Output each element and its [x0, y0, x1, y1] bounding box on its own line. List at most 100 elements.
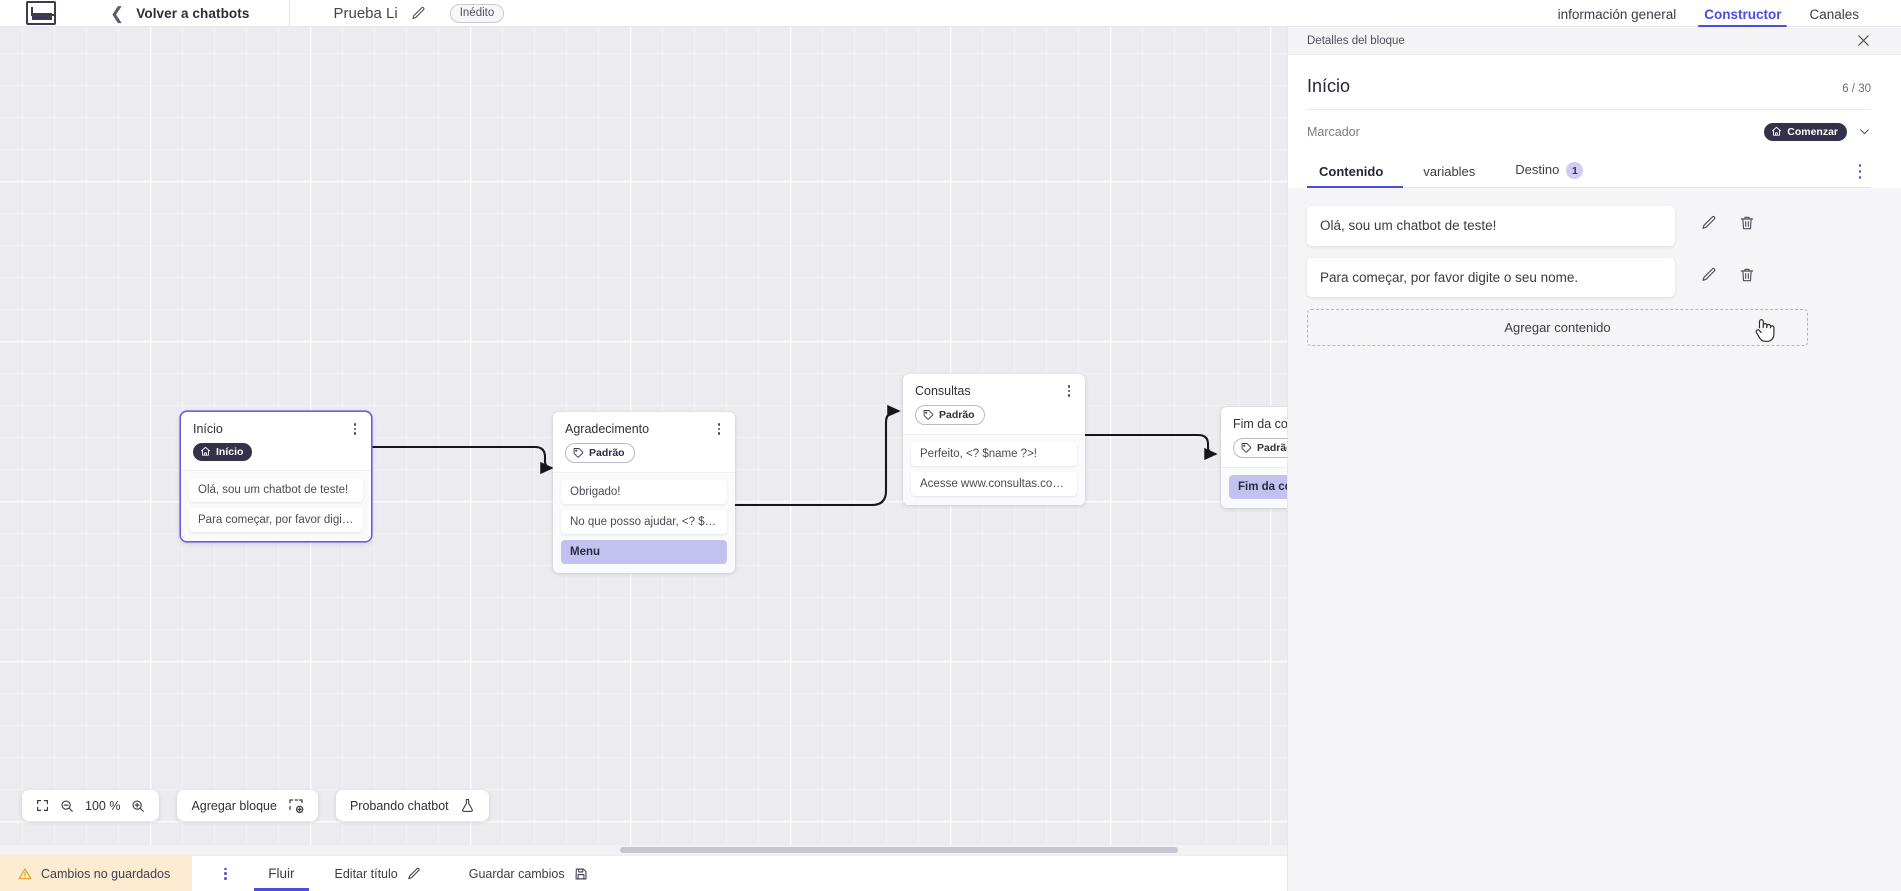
panel-strip: Detalles del bloque	[1288, 27, 1901, 55]
footer-menu-icon[interactable]	[218, 866, 232, 882]
edit-pencil-icon[interactable]	[411, 6, 426, 21]
unsaved-changes-badge: Cambios no guardados	[0, 855, 193, 891]
marker-row: Marcador Comenzar	[1307, 110, 1871, 150]
canvas-toolbar: 100 % Agregar bloque Probando chatbot	[22, 790, 489, 821]
tag-icon	[923, 409, 934, 420]
edit-title-label: Editar título	[334, 866, 398, 881]
node-row[interactable]: Olá, sou um chatbot de teste!	[189, 477, 363, 502]
node-row[interactable]: Obrigado!	[561, 479, 727, 504]
warning-icon	[18, 867, 32, 881]
flow-canvas[interactable]: Início Início Olá, sou um chatbot de tes…	[0, 27, 1287, 855]
header-tabs: información general Constructor Canales	[1544, 0, 1901, 27]
delete-trash-icon[interactable]	[1739, 215, 1755, 231]
content-item: Para começar, por favor digite o seu nom…	[1307, 257, 1871, 298]
close-icon[interactable]	[1856, 33, 1871, 48]
node-row[interactable]: Fim da conversa	[1229, 474, 1287, 499]
node-row-menu[interactable]: Menu	[561, 539, 727, 564]
node-header: Fim da conversa Padrão	[1221, 407, 1287, 467]
node-menu-icon[interactable]	[712, 421, 726, 437]
node-row[interactable]: Para começar, por favor digite o ...	[189, 507, 363, 532]
marker-value-group[interactable]: Comenzar	[1764, 123, 1871, 141]
block-name: Início	[1307, 76, 1351, 96]
tab-contenido[interactable]: Contenido	[1307, 158, 1404, 188]
tag-icon	[573, 447, 584, 458]
node-menu-icon[interactable]	[1062, 383, 1076, 399]
node-chip-label: Início	[216, 445, 244, 458]
node-chip: Início	[193, 443, 253, 461]
fit-screen-icon[interactable]	[36, 799, 49, 812]
flow-node-agradecimento[interactable]: Agradecimento Padrão Obrigado! No que po…	[553, 412, 735, 573]
zoom-out-icon[interactable]	[60, 799, 74, 813]
flow-node-consultas[interactable]: Consultas Padrão Perfeito, <? $name ?>! …	[903, 374, 1085, 505]
panel-strip-title: Detalles del bloque	[1307, 34, 1405, 47]
flow-node-inicio[interactable]: Início Início Olá, sou um chatbot de tes…	[181, 412, 371, 541]
footer-bar: Cambios no guardados Fluir Editar título…	[0, 855, 1287, 891]
node-chip-label: Padrão	[589, 446, 625, 459]
content-item-actions	[1675, 206, 1755, 231]
back-to-chatbots-link[interactable]: Volver a chatbots	[136, 5, 250, 21]
content-text[interactable]: Olá, sou um chatbot de teste!	[1307, 206, 1675, 246]
node-header: Consultas Padrão	[903, 374, 1085, 434]
node-title: Agradecimento	[565, 422, 650, 436]
back-chevron-icon[interactable]: ❮	[110, 3, 125, 23]
edit-title-button[interactable]: Editar título	[335, 867, 421, 881]
save-changes-label: Guardar cambios	[468, 866, 565, 881]
node-body: Perfeito, <? $name ?>! Acesse www.consul…	[903, 433, 1085, 505]
content-item: Olá, sou um chatbot de teste!	[1307, 206, 1871, 246]
node-row[interactable]: Perfeito, <? $name ?>!	[911, 441, 1077, 466]
node-chip-label: Padrão	[939, 408, 975, 421]
node-menu-icon[interactable]	[348, 421, 362, 437]
home-icon	[1771, 126, 1782, 137]
add-block-button[interactable]: Agregar bloque	[177, 790, 318, 821]
node-body: Obrigado! No que posso ajudar, <? $name …	[553, 471, 735, 573]
add-content-button[interactable]: Agregar contenido	[1307, 309, 1808, 347]
block-details-panel: Detalles del bloque Início 6 / 30 Marcad…	[1287, 27, 1901, 891]
node-chip: Padrão	[1233, 438, 1287, 458]
top-header: ❮ Volver a chatbots Prueba Li Inédito in…	[0, 0, 1901, 27]
marker-chip[interactable]: Comenzar	[1764, 123, 1847, 141]
edit-pencil-icon[interactable]	[1701, 267, 1717, 283]
edit-pencil-icon[interactable]	[1701, 215, 1717, 231]
zoom-controls: 100 %	[22, 790, 160, 821]
tab-constructor[interactable]: Constructor	[1690, 7, 1795, 27]
mouse-cursor-pointer	[1754, 316, 1776, 344]
add-block-icon	[288, 798, 304, 814]
tab-destino-badge: 1	[1566, 162, 1584, 179]
pencil-icon	[407, 867, 421, 881]
flow-edges	[371, 404, 1218, 507]
tag-icon	[1241, 442, 1252, 453]
chevron-down-icon[interactable]	[1858, 125, 1871, 138]
node-chip: Padrão	[915, 405, 985, 425]
node-body: Fim da conversa	[1221, 466, 1287, 508]
tab-fluir[interactable]: Fluir	[254, 858, 309, 891]
tab-informacion-general[interactable]: información general	[1557, 7, 1677, 22]
app-logo[interactable]	[24, 0, 58, 27]
panel-header-area: Início 6 / 30 Marcador Comenzar	[1288, 55, 1901, 188]
node-row[interactable]: Acesse www.consultas.com par...	[911, 471, 1077, 496]
node-title: Fim da conversa	[1233, 417, 1287, 431]
node-title: Consultas	[915, 384, 971, 398]
flask-icon	[460, 798, 475, 813]
canvas-horizontal-scrollbar[interactable]	[0, 845, 1287, 855]
scrollbar-thumb[interactable]	[620, 847, 1178, 853]
node-chip: Padrão	[565, 443, 635, 463]
content-text[interactable]: Para começar, por favor digite o seu nom…	[1307, 257, 1675, 298]
node-body: Olá, sou um chatbot de teste! Para começ…	[181, 469, 371, 541]
node-row[interactable]: No que posso ajudar, <? $name ...	[561, 509, 727, 534]
delete-trash-icon[interactable]	[1739, 267, 1755, 283]
zoom-level-label: 100 %	[85, 798, 121, 813]
marker-chip-label: Comenzar	[1787, 125, 1838, 138]
panel-tabs-menu-icon[interactable]	[1853, 164, 1867, 179]
tab-variables[interactable]: variables	[1423, 164, 1476, 179]
test-chatbot-button[interactable]: Probando chatbot	[335, 790, 489, 821]
tab-canales[interactable]: Canales	[1809, 7, 1859, 22]
page-title: Prueba Li	[333, 4, 398, 22]
unsaved-changes-label: Cambios no guardados	[41, 866, 171, 881]
save-changes-button[interactable]: Guardar cambios	[469, 867, 588, 881]
zoom-in-icon[interactable]	[131, 799, 145, 813]
panel-content-area: Olá, sou um chatbot de teste! Para começ…	[1288, 188, 1901, 891]
flow-node-fim-da-conversa[interactable]: Fim da conversa Padrão Fim da conversa	[1221, 407, 1287, 508]
